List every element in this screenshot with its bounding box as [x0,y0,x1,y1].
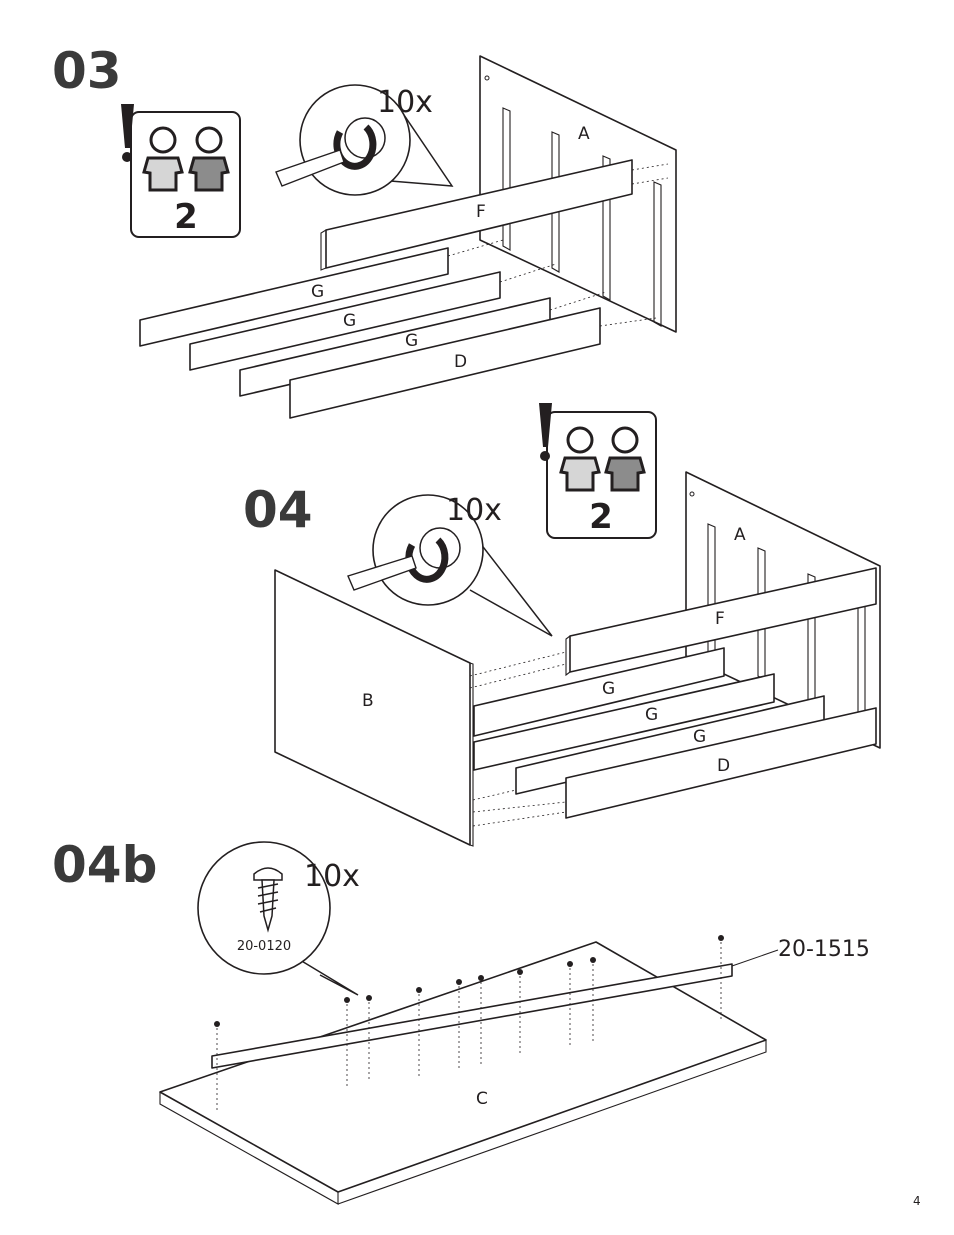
screwdriver-icon [347,555,417,591]
screw [478,975,484,1064]
part-label-g-2: G [343,311,356,331]
part-label-b: B [362,691,374,711]
rail-code: 20-1515 [778,937,870,962]
two-people-warning-box: 2 [539,403,657,539]
screw [517,969,523,1056]
people-count: 2 [589,497,613,537]
part-label-f: F [476,202,486,222]
rail-g-1 [473,647,725,737]
rail-d [565,707,877,819]
warning-exclamation-icon [539,403,552,461]
part-label-g-1: G [602,679,615,699]
two-people-icon [559,426,646,492]
part-label-d: D [717,756,730,776]
screw [718,935,724,1022]
two-people-warning-box: 2 [121,104,241,238]
screw [344,997,350,1088]
quantity-label: 10x [446,493,502,528]
step-number-03: 03 [52,42,122,100]
screw-icon [253,867,283,933]
part-label-g-3: G [405,331,418,351]
cam-lock-zoom [347,494,553,637]
metal-rail [211,949,779,1069]
people-count: 2 [174,197,198,237]
screw-guides [214,935,724,1112]
dowel-guides-03 [447,163,669,327]
quantity-label: 10x [304,859,360,894]
panel-b [274,569,474,847]
quantity-label: 10x [377,85,433,120]
cam-lock-zoom [275,84,454,196]
step-number-04: 04 [243,481,313,539]
part-label-f: F [715,609,725,629]
screw [567,961,573,1048]
rail-g-1 [139,247,449,347]
rail-f [565,567,877,677]
screw [416,987,422,1076]
screw [456,979,462,1068]
part-label-g-1: G [311,282,324,302]
screwdriver-icon [275,149,345,187]
screw-code: 20-0120 [237,939,291,954]
screw [590,957,596,1044]
cam-lock-icon [333,117,386,170]
screw [214,1021,220,1112]
rail-g-2 [189,271,501,371]
rail-f [320,159,633,271]
screw [366,995,372,1082]
part-label-c: C [476,1089,488,1109]
part-label-g-3: G [693,727,706,747]
rail-d [289,307,601,419]
rail-g-2 [473,673,775,771]
panel-c [159,941,767,1205]
page-number: 4 [913,1194,921,1208]
part-label-g-2: G [645,705,658,725]
part-label-a: A [578,124,590,144]
dowel-guides-04 [469,651,567,827]
warning-exclamation-icon [121,104,134,162]
part-label-d: D [454,352,467,372]
screw-zoom: 20-0120 [197,841,359,996]
step-number-04b: 04b [52,836,157,894]
part-label-a: A [734,525,746,545]
two-people-icon [142,126,230,192]
